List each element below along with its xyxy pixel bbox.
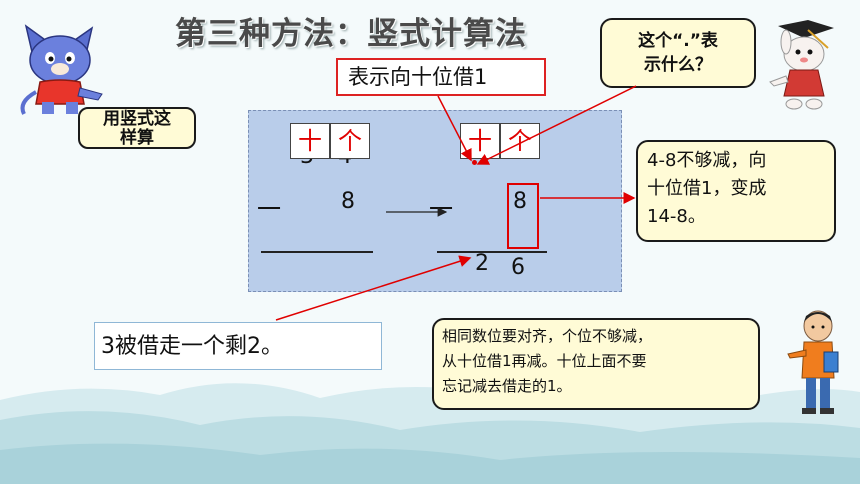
remain-text: 3被借走一个剩2。 [101, 334, 283, 359]
tens-place-box-left: 十 [290, 123, 330, 159]
rule-bubble-line: 相同数位要对齐，个位不够减， [442, 327, 653, 345]
borrow-label-box: 表示向十位借1 [336, 58, 546, 96]
underline-left [261, 251, 373, 253]
ones-column-highlight [507, 183, 539, 249]
explain-bubble: 4-8不够减，向 十位借1，变成 14-8。 [636, 140, 836, 242]
ones-place-box-right: 个 [500, 123, 540, 159]
remain-box: 3被借走一个剩2。 [94, 322, 382, 370]
page-title: 第三种方法：竖式计算法 [175, 16, 527, 52]
result-ones-digit: 6 [511, 255, 525, 280]
subtrahend-digit-right: 8 [513, 189, 527, 214]
boy-character-icon [787, 310, 839, 414]
calculation-panel: 3 4 十 个 一 8 十 个 一 8 2 6 [248, 110, 622, 292]
explain-bubble-line: 4-8不够减，向 [647, 150, 767, 171]
borrow-dot [472, 160, 477, 165]
hint-bubble-line: 用竖式这 [103, 109, 171, 129]
hint-bubble-line: 样算 [120, 128, 154, 148]
hidden-ones-digit: 4 [338, 157, 354, 167]
borrow-label-text: 表示向十位借1 [348, 65, 488, 89]
ones-place-box-left: 个 [330, 123, 370, 159]
minus-sign-left: 一 [257, 195, 281, 223]
question-bubble-line: 示什么？ [644, 55, 712, 75]
rule-bubble-line: 忘记减去借走的1。 [442, 377, 572, 395]
hint-bubble-left: 用竖式这 样算 [78, 107, 196, 149]
question-bubble-line: 这个“.”表 [638, 31, 718, 51]
underline-right [437, 251, 547, 253]
explain-bubble-line: 十位借1，变成 [647, 178, 767, 199]
tens-place-box-right: 十 [460, 123, 500, 159]
explain-bubble-line: 14-8。 [647, 206, 706, 227]
result-tens-digit: 2 [475, 251, 489, 276]
rule-bubble-line: 从十位借1再减。十位上面不要 [442, 352, 647, 370]
minus-sign-right: 一 [429, 195, 453, 223]
cat-character-icon [20, 24, 103, 115]
rabbit-character-icon [769, 20, 834, 110]
hidden-tens-digit: 3 [300, 157, 316, 167]
subtrahend-digit-left: 8 [341, 189, 355, 214]
rule-bubble: 相同数位要对齐，个位不够减， 从十位借1再减。十位上面不要 忘记减去借走的1。 [432, 318, 760, 410]
question-bubble: 这个“.”表 示什么？ [600, 18, 756, 88]
